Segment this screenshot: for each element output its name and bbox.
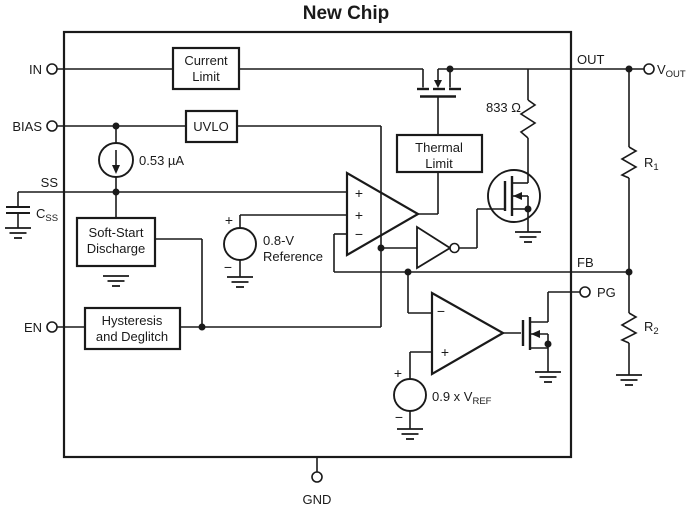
pg-threshold-label: 0.9 x VREF [432, 389, 492, 407]
junction-dot [544, 340, 552, 348]
pin-label-fb: FB [577, 255, 594, 270]
threshold-plus-sign: + [394, 365, 402, 381]
block-current-limit [171, 46, 241, 91]
block-label-current-limit-2: Limit [192, 69, 220, 84]
junction-dot [377, 244, 385, 252]
pullup-resistor-label: 833 Ω [486, 100, 521, 115]
error-amplifier [345, 171, 421, 257]
block-label-thermal-limit-2: Limit [425, 156, 453, 171]
body-arrow-icon [513, 192, 522, 200]
comparator-plus-sign: + [441, 344, 449, 360]
pin-label-in: IN [29, 62, 42, 77]
block-label-current-limit-1: Current [184, 53, 228, 68]
junction-dots [112, 65, 633, 348]
pin-label-bias: BIAS [12, 119, 42, 134]
reference-label-2: Reference [263, 249, 323, 264]
inverter-bubble-icon [449, 242, 460, 254]
capacitor-css-label: CSS [36, 206, 58, 224]
reference-minus-sign: − [224, 259, 232, 275]
body-arrow-icon [434, 80, 442, 88]
pg-threshold-source [393, 378, 427, 412]
ground-icon [615, 374, 643, 386]
resistor-r2-label: R2 [644, 319, 659, 337]
junction-dot [404, 268, 412, 276]
pg-comparator [430, 291, 506, 376]
resistor-833-zigzag [519, 99, 537, 139]
pin-label-vout: VOUT [657, 62, 686, 80]
amp-plus1-sign: + [355, 185, 363, 201]
diagram-title: New Chip [303, 3, 390, 24]
resistor-r1-label: R1 [644, 155, 659, 173]
block-label-uvlo: UVLO [193, 119, 228, 134]
junction-dot [625, 65, 633, 73]
block-uvlo [184, 109, 239, 144]
down-arrow-icon [112, 165, 120, 174]
pin-label-gnd: GND [303, 492, 332, 507]
junction-dot [112, 188, 120, 196]
block-label-thermal-limit-1: Thermal [415, 140, 463, 155]
wiring [6, 68, 644, 472]
pin-terminal-in [46, 63, 58, 75]
pin-label-ss: SS [41, 175, 59, 190]
block-label-soft-start-2: Discharge [87, 241, 146, 256]
junction-dot [625, 268, 633, 276]
junction-dot [524, 205, 532, 213]
pin-terminal-vout [643, 63, 655, 75]
amp-plus2-sign: + [355, 207, 363, 223]
junction-dot [198, 323, 206, 331]
reference-label-1: 0.8-V [263, 233, 294, 248]
block-label-hysteresis-2: and Deglitch [96, 329, 168, 344]
comparator-minus-sign: − [437, 303, 445, 319]
current-source [98, 142, 134, 178]
voltage-reference-source [223, 227, 257, 261]
current-source-label: 0.53 µA [139, 153, 184, 168]
junction-dot [446, 65, 454, 73]
block-label-hysteresis-1: Hysteresis [102, 313, 163, 328]
block-soft-start-discharge [75, 216, 157, 268]
pin-terminal-en [46, 321, 58, 333]
capacitor-css [6, 206, 30, 214]
pin-label-en: EN [24, 320, 42, 335]
reference-plus-sign: + [225, 212, 233, 228]
resistor-r2-zigzag [620, 312, 638, 344]
block-hysteresis-deglitch [83, 306, 182, 351]
resistor-r1-zigzag [620, 146, 638, 179]
block-label-soft-start-1: Soft-Start [89, 225, 144, 240]
ground-icon [4, 227, 32, 239]
pin-terminal-bias [46, 120, 58, 132]
threshold-minus-sign: − [395, 409, 403, 425]
amp-minus-sign: − [355, 226, 363, 242]
block-thermal-limit [395, 133, 484, 174]
body-arrow-icon [531, 330, 540, 338]
pin-label-out: OUT [577, 52, 605, 67]
pin-terminal-gnd [311, 471, 323, 483]
junction-dot [112, 122, 120, 130]
pin-terminal-pg [579, 286, 591, 298]
pin-label-pg: PG [597, 285, 616, 300]
inverter [416, 209, 478, 270]
